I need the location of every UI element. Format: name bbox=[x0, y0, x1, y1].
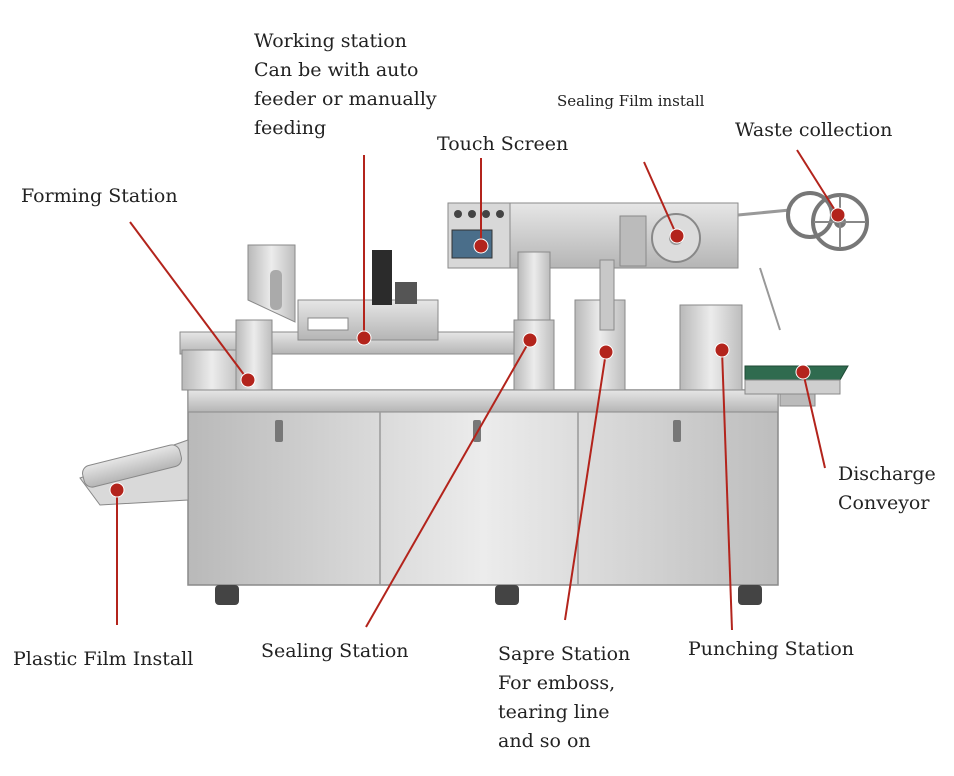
main-cabinet bbox=[187, 389, 779, 586]
dot-forming-station bbox=[240, 372, 256, 388]
dot-discharge-conveyor bbox=[795, 364, 811, 380]
label-punching-station: Punching Station bbox=[688, 638, 855, 660]
dot-punching-station bbox=[714, 342, 730, 358]
label-waste-collection: Waste collection bbox=[735, 119, 893, 141]
leader-sealing-film bbox=[643, 161, 678, 237]
label-working-station: Working station Can be with auto feeder … bbox=[254, 30, 437, 139]
marker-dots bbox=[109, 207, 846, 498]
leader-sapre-station bbox=[564, 351, 607, 621]
label-sealing-station: Sealing Station bbox=[261, 640, 409, 662]
label-sealing-film-install: Sealing Film install bbox=[557, 92, 705, 110]
leader-forming-station bbox=[129, 221, 249, 381]
leader-lines bbox=[116, 149, 839, 631]
dot-sealing-film bbox=[669, 228, 685, 244]
leader-punching-station bbox=[721, 349, 733, 631]
machine-illustration bbox=[79, 191, 869, 605]
leader-sealing-station bbox=[365, 339, 531, 628]
dot-sapre-station bbox=[598, 344, 614, 360]
label-discharge-conveyor: Discharge Conveyor bbox=[838, 463, 936, 514]
dot-sealing-station bbox=[522, 332, 538, 348]
label-touch-screen: Touch Screen bbox=[437, 133, 569, 155]
dot-working-station bbox=[356, 330, 372, 346]
plastic-film-roll bbox=[79, 439, 189, 506]
label-sapre-station: Sapre Station For emboss, tearing line a… bbox=[498, 643, 631, 752]
leader-discharge-conveyor bbox=[802, 371, 826, 469]
dot-plastic-film bbox=[109, 482, 125, 498]
label-plastic-film-install: Plastic Film Install bbox=[13, 648, 194, 670]
label-forming-station: Forming Station bbox=[21, 185, 178, 207]
waste-reel bbox=[737, 191, 869, 331]
dot-touch-screen bbox=[473, 238, 489, 254]
dot-waste-collection bbox=[830, 207, 846, 223]
leader-waste-collection bbox=[796, 149, 839, 216]
